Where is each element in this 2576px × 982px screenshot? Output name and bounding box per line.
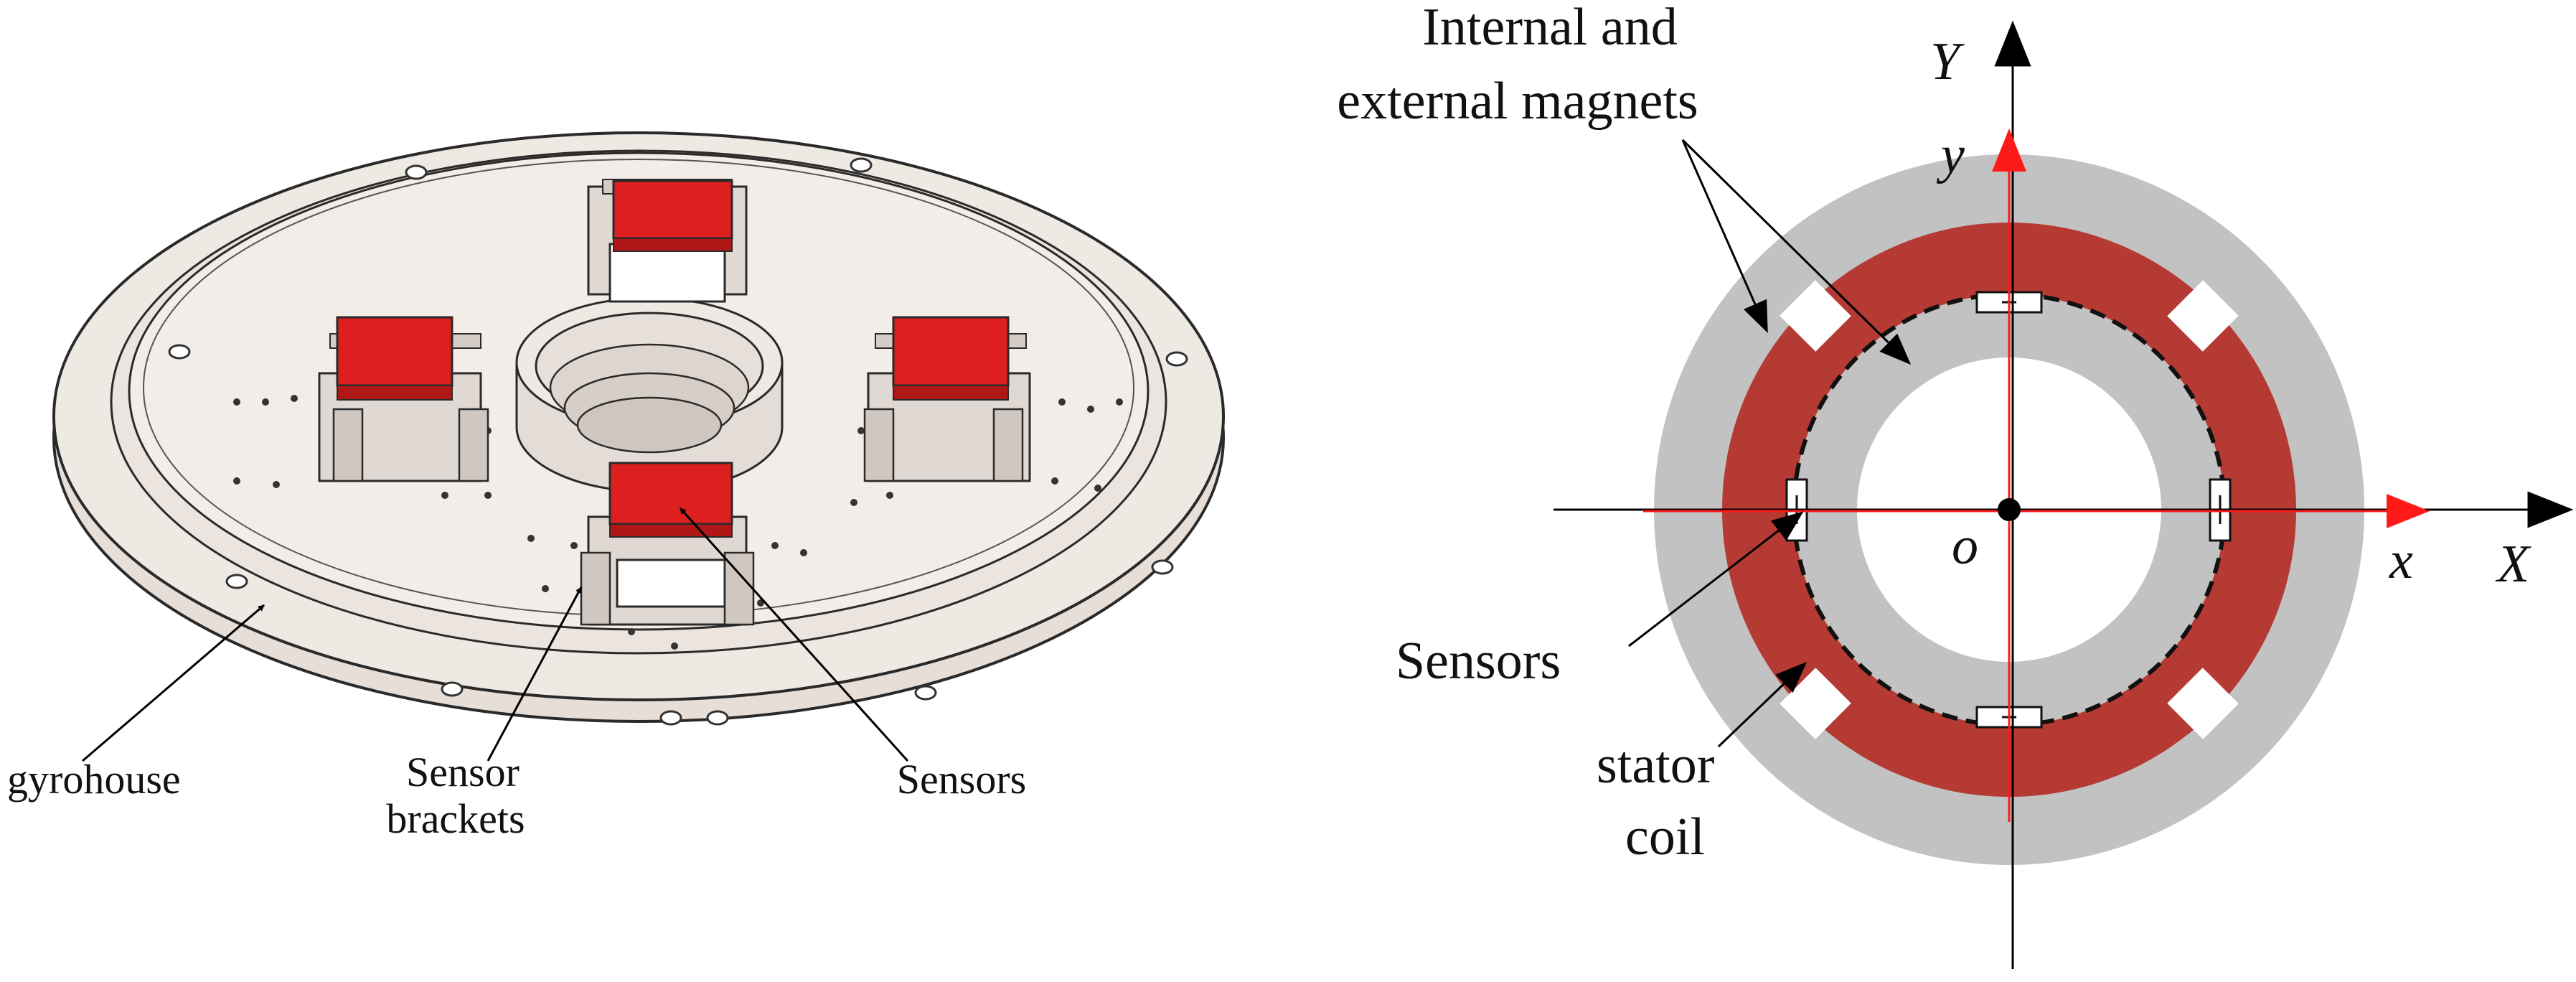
label-stator-1: stator [1597, 736, 1714, 795]
sensor-unit-left [318, 316, 489, 482]
origin-dot [1998, 498, 2021, 521]
callout-sensor-brackets [486, 586, 583, 762]
sensor-red-left [336, 316, 453, 387]
callout-magnets-outer [1681, 139, 1768, 334]
coil-gaps [1780, 280, 2239, 739]
label-sensor-brackets-2: brackets [386, 795, 525, 842]
label-origin: o [1952, 517, 1978, 576]
callout-magnets-inner [1681, 139, 1912, 365]
gyrohouse-illustration: gyrohouse Sensor brackets Sensors [7, 131, 1225, 842]
cross-section-diagram: Y y X x o Internal and external magnets … [1337, 0, 2574, 969]
rim-holes [168, 157, 1188, 726]
callout-stator-coil [1717, 661, 1808, 748]
label-sensors-right: Sensors [1396, 632, 1561, 691]
label-axis-y: y [1936, 126, 1965, 184]
label-gyrohouse: gyrohouse [7, 756, 181, 803]
label-magnets-1: Internal and [1422, 0, 1677, 57]
label-axis-x: x [2389, 531, 2413, 590]
label-sensors-left: Sensors [897, 756, 1026, 803]
callout-gyrohouse [82, 604, 265, 762]
label-sensor-brackets-1: Sensor [406, 749, 520, 795]
label-axis-Y: Y [1930, 32, 1965, 91]
sensor-unit-right [863, 316, 1031, 482]
label-magnets-2: external magnets [1337, 72, 1698, 131]
sensor-red-front [608, 462, 733, 525]
sensor-unit-front [580, 462, 755, 626]
inner-holes [233, 384, 1123, 650]
callout-sensors-left [679, 507, 909, 762]
label-axis-X: X [2495, 535, 2532, 594]
sensor-unit-top [587, 179, 748, 303]
sensor-red-right [892, 316, 1010, 387]
center-boss [515, 296, 784, 493]
sensor-red-top [612, 179, 733, 240]
label-stator-2: coil [1625, 808, 1705, 866]
callout-sensors-right [1628, 511, 1804, 647]
